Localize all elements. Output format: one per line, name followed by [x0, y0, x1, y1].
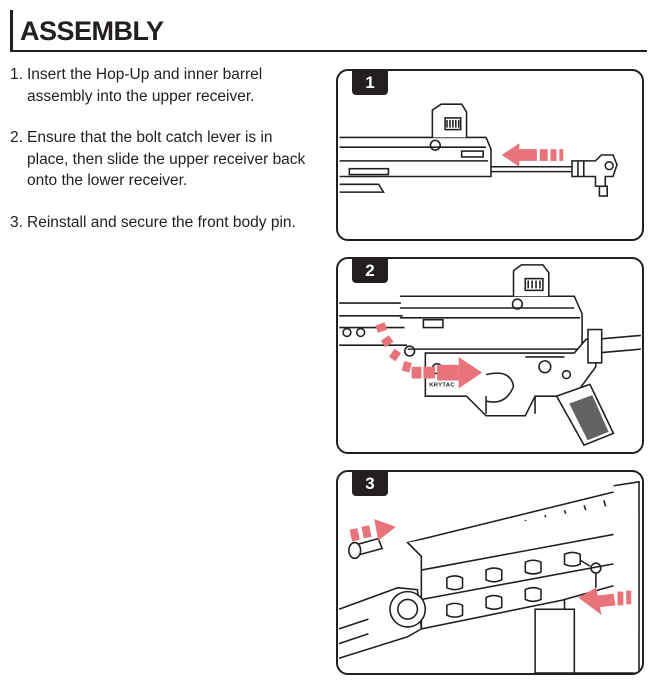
header-accent-bar	[10, 10, 13, 52]
instruction-list: 1. Insert the Hop-Up and inner barrel as…	[10, 64, 310, 253]
instruction-step-1: 1. Insert the Hop-Up and inner barrel as…	[10, 64, 310, 107]
step-text: Reinstall and secure the front body pin.	[27, 213, 296, 231]
illustration-panel-2: 2	[336, 257, 644, 454]
front-body-pin-illustration	[338, 480, 640, 673]
illustration-panel-1: 1	[336, 69, 644, 241]
illustration-panel-3: 3	[336, 470, 644, 675]
page-title: ASSEMBLY	[20, 16, 164, 46]
instruction-step-3: 3. Reinstall and secure the front body p…	[10, 212, 310, 234]
header-underline	[10, 50, 647, 52]
krytac-logo-text: KRYTAC	[429, 382, 455, 388]
upper-receiver-illustration	[339, 103, 618, 197]
panel-number-badge: 2	[352, 259, 388, 283]
receiver-assembly-illustration: KRYTAC	[339, 264, 641, 447]
instruction-step-2: 2. Ensure that the bolt catch lever is i…	[10, 127, 310, 192]
step-number: 2.	[10, 129, 23, 146]
panel-number-badge: 3	[352, 472, 388, 496]
step-number: 1.	[10, 66, 23, 83]
section-header: ASSEMBLY	[10, 10, 647, 52]
step-number: 3.	[10, 213, 23, 231]
panel-number-badge: 1	[352, 71, 388, 95]
step-text: Insert the Hop-Up and inner barrel assem…	[27, 66, 263, 105]
step-text: Ensure that the bolt catch lever is in p…	[27, 129, 306, 189]
